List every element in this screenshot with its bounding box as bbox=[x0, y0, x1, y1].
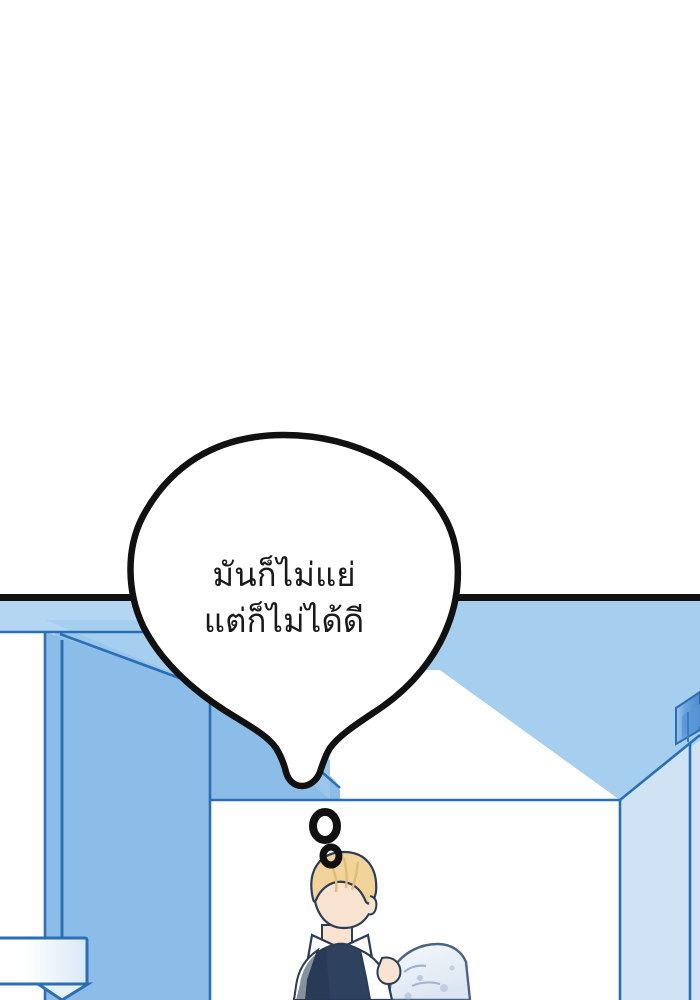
lamp-shade bbox=[0, 936, 89, 986]
thought-dot-large bbox=[309, 808, 341, 844]
wall-pillar bbox=[675, 690, 700, 746]
hair-strand-2 bbox=[342, 857, 348, 889]
hanging-lamp bbox=[0, 640, 94, 1000]
hand bbox=[376, 956, 402, 986]
character-blonde-boy bbox=[292, 850, 472, 1000]
left-wall-inner bbox=[45, 632, 210, 1000]
thought-bubble-shape bbox=[127, 431, 462, 790]
left-outside-white bbox=[0, 632, 45, 1000]
right-wall-body bbox=[620, 742, 690, 1000]
lamp-bulb-cover bbox=[33, 982, 94, 1000]
held-paper-object bbox=[386, 942, 472, 1000]
thought-dot-small bbox=[319, 843, 343, 869]
ear bbox=[367, 895, 378, 916]
right-ceiling-diagonal bbox=[619, 733, 700, 802]
hair-strand-3 bbox=[350, 861, 360, 891]
vest-shadow bbox=[296, 948, 330, 1000]
